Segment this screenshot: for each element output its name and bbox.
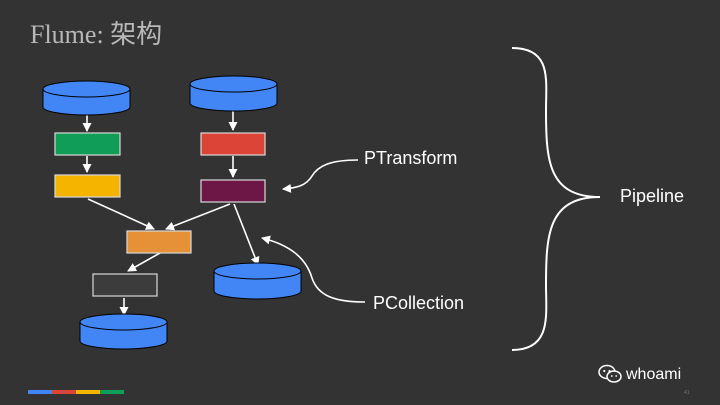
flow-arrows: [82, 111, 366, 316]
ptransform-dark: [92, 273, 158, 297]
pcollection-source-2: [189, 75, 278, 112]
pcollection-source-1: [42, 80, 131, 116]
pcollection-pointer-arrow: [261, 235, 366, 303]
arrow-maroon-to-orange: [165, 203, 231, 231]
pipeline-brace: [511, 47, 601, 351]
ptransform-red: [200, 132, 266, 156]
brand-color-bar: [28, 390, 124, 394]
ptransform-yellow: [54, 174, 121, 198]
ptransform-orange: [126, 230, 192, 254]
ptransform-green: [54, 132, 121, 156]
arrow-maroon-to-output: [233, 203, 260, 266]
watermark: whoami: [598, 364, 681, 384]
slide-title: Flume: 架构: [30, 20, 163, 49]
pcollection-label: PCollection: [373, 293, 465, 313]
pcollection-output-final: [79, 313, 168, 350]
ptransform-maroon: [200, 179, 266, 203]
arrow-yellow-to-orange: [87, 198, 155, 230]
ptransform-label: PTransform: [364, 148, 458, 168]
arrow-orange-to-dark: [127, 252, 161, 272]
pipeline-label: Pipeline: [620, 186, 685, 206]
ptransform-pointer-arrow: [282, 159, 359, 193]
watermark-text: whoami: [626, 366, 682, 383]
wechat-icon: [598, 364, 622, 383]
pcollection-output-right: [213, 262, 302, 300]
page-number: 41: [684, 390, 690, 396]
